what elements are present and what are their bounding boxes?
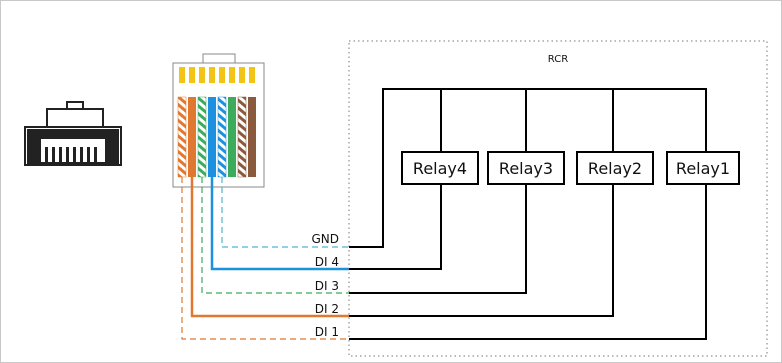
relay-1: Relay1 (666, 151, 740, 185)
signal-labels: GND DI 4 DI 3 DI 2 DI 1 (311, 232, 339, 339)
relay-3: Relay3 (487, 151, 565, 185)
wire-di4 (210, 177, 349, 271)
relay-4-label: Relay4 (413, 159, 467, 178)
label-di4: DI 4 (315, 255, 339, 269)
rcr-label: RCR (548, 54, 568, 65)
wire-di3 (201, 177, 349, 294)
relay-3-label: Relay3 (499, 159, 553, 178)
wire-di2 (190, 177, 349, 318)
rcr-enclosure (348, 40, 768, 357)
wire-di1 (181, 177, 349, 340)
relay-1-label: Relay1 (676, 159, 730, 178)
relay-boxes: Relay4 Relay3 Relay2 Relay1 (401, 151, 740, 185)
label-gnd: GND (311, 232, 339, 246)
relay-2-label: Relay2 (588, 159, 642, 178)
signal-wires (181, 177, 349, 340)
gold-pins (179, 67, 255, 83)
label-di1: DI 1 (315, 325, 339, 339)
relay-wiring (349, 88, 707, 340)
rj45-socket-icon (24, 101, 122, 166)
relay-2: Relay2 (576, 151, 654, 185)
label-di2: DI 2 (315, 302, 339, 316)
rj45-plug (172, 53, 265, 188)
relay-4: Relay4 (401, 151, 479, 185)
label-di3: DI 3 (315, 279, 339, 293)
wire-gnd (221, 177, 349, 248)
